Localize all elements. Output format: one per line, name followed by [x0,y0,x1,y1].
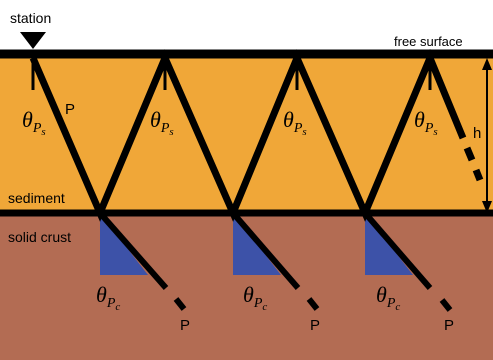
crust-ray-3 [362,211,433,290]
station-icon [20,32,46,49]
free-surface-label: free surface [394,34,463,49]
solid-crust-label: solid crust [8,229,71,245]
sediment-ray-dash-1 [463,146,476,162]
sediment-zigzag-ray [29,48,467,222]
station-label: station [10,10,51,26]
crust-ray-1 [97,211,169,290]
sediment-ray-dash-2 [472,168,484,182]
crust-ray-2-dash [306,297,320,311]
crust-wave-label-1: P [180,317,190,334]
crust-ray-2 [230,211,301,290]
sediment-wave-label-p: P [65,101,75,118]
theta-pc-label-2: θPc [243,282,267,313]
crust-ray-1-dash [173,297,187,311]
theta-ps-label-4: θPs [414,107,438,138]
thickness-arrow [482,58,492,213]
crust-wave-label-3: P [444,317,454,334]
sediment-label: sediment [8,190,65,206]
theta-ps-label-3: θPs [283,107,307,138]
crust-wave-label-2: P [310,317,320,334]
theta-ps-label-2: θPs [150,107,174,138]
thickness-label: h [473,125,481,142]
theta-ps-label-1: θPs [22,107,46,138]
theta-pc-label-1: θPc [96,282,120,313]
crust-ray-3-dash [439,298,453,312]
theta-pc-label-3: θPc [376,282,400,313]
